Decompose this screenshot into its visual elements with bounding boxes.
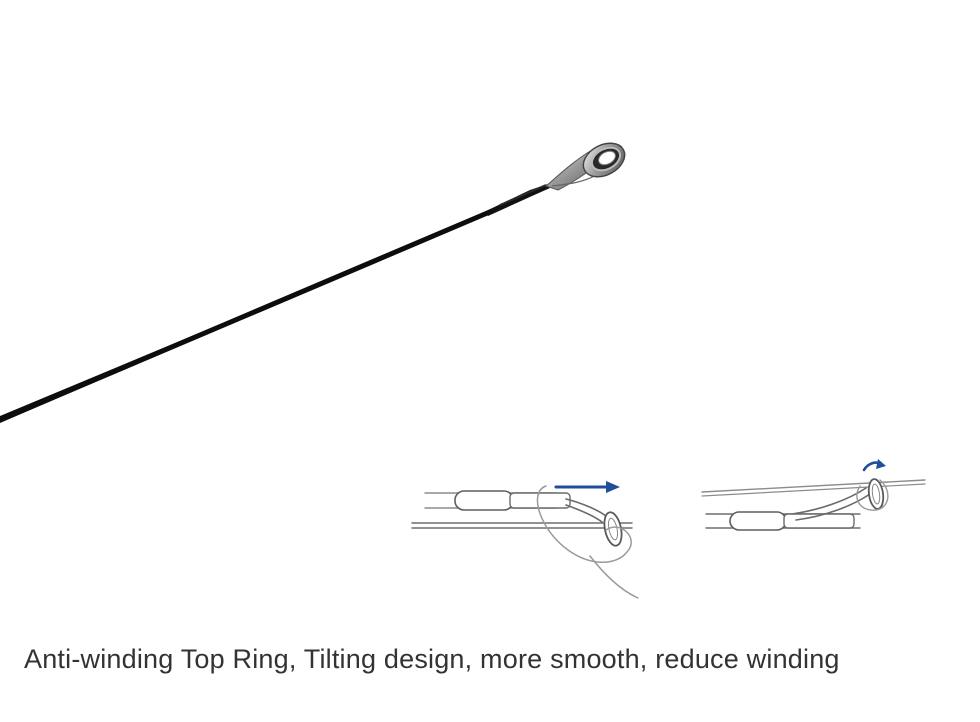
diagram-line-release <box>701 459 926 531</box>
diagram-line-tangle <box>411 481 639 599</box>
feature-caption: Anti-winding Top Ring, Tilting design, m… <box>24 644 840 674</box>
top-ring-guide <box>545 142 626 191</box>
fishing-rod <box>0 184 550 423</box>
